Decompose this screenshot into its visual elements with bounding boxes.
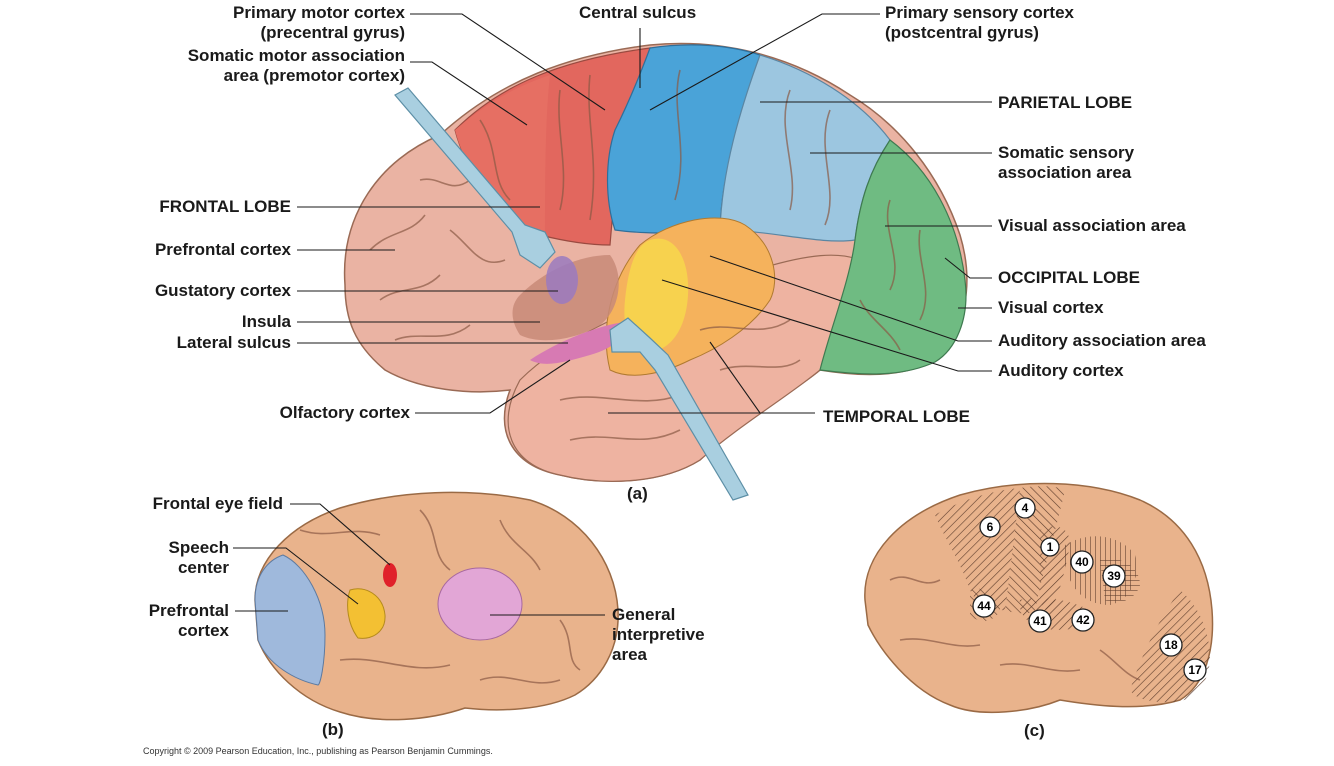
brodmann-marker: 39 xyxy=(1102,564,1126,588)
label-line: (precentral gyrus) xyxy=(260,23,405,42)
label-gustatory-cortex: Gustatory cortex xyxy=(154,281,291,300)
probe-upper xyxy=(394,87,556,269)
brodmann-marker: 1 xyxy=(1040,537,1060,557)
panel-a-brain xyxy=(343,42,968,501)
probe-lower xyxy=(609,317,749,501)
label-line: Somatic sensory xyxy=(998,143,1135,162)
label-visual-association-area: Visual association area xyxy=(998,216,1186,235)
label-olfactory-cortex: Olfactory cortex xyxy=(279,403,410,422)
label-temporal-lobe: TEMPORAL LOBE xyxy=(823,407,971,426)
label-primary-sensory-cortex: Primary sensory cortex (postcentral gyru… xyxy=(885,3,1074,43)
brodmann-marker: 42 xyxy=(1071,608,1095,632)
label-somatic-sensory-association: Somatic sensory association area xyxy=(998,143,1134,183)
label-line: interpretive xyxy=(612,625,705,644)
brodmann-marker: 6 xyxy=(979,516,1001,538)
label-lateral-sulcus: Lateral sulcus xyxy=(176,333,291,352)
label-line: cortex xyxy=(177,621,229,640)
label-somatic-motor-association: Somatic motor association area (premotor… xyxy=(188,46,405,86)
brodmann-number: 39 xyxy=(1107,569,1121,583)
brodmann-markers: 6 4 1 40 39 44 41 42 18 17 xyxy=(972,497,1207,682)
caption-a: (a) xyxy=(627,484,648,503)
brodmann-number: 40 xyxy=(1075,555,1089,569)
label-occipital-lobe: OCCIPITAL LOBE xyxy=(998,268,1140,287)
panel-c-area-4 xyxy=(1005,486,1065,614)
brodmann-number: 4 xyxy=(1022,501,1029,515)
panel-b-interpretive xyxy=(437,567,523,641)
panel-b-eye-field xyxy=(383,563,397,587)
panel-b-prefrontal xyxy=(254,554,326,686)
brodmann-marker: 41 xyxy=(1028,609,1052,633)
label-frontal-lobe: FRONTAL LOBE xyxy=(159,197,291,216)
label-general-interpretive-area: General interpretive area xyxy=(612,605,705,665)
brodmann-number: 6 xyxy=(987,520,994,534)
label-auditory-cortex: Auditory cortex xyxy=(998,361,1124,380)
premotor-region xyxy=(455,75,550,235)
panel-b-brain xyxy=(233,491,619,721)
copyright-notice: Copyright © 2009 Pearson Education, Inc.… xyxy=(143,746,493,756)
gustatory-region xyxy=(546,256,578,304)
brodmann-number: 42 xyxy=(1076,613,1090,627)
label-prefrontal-cortex-b: Prefrontal cortex xyxy=(149,601,229,641)
label-visual-cortex: Visual cortex xyxy=(998,298,1104,317)
label-line: association area xyxy=(998,163,1132,182)
label-line: Prefrontal xyxy=(148,601,229,620)
label-line: area (premotor cortex) xyxy=(223,66,405,85)
caption-c: (c) xyxy=(1024,721,1045,740)
olfactory-region xyxy=(530,322,626,364)
panel-b-cerebrum xyxy=(254,491,619,721)
brodmann-number: 41 xyxy=(1033,614,1047,628)
brodmann-marker: 4 xyxy=(1014,497,1036,519)
brodmann-marker: 40 xyxy=(1070,550,1094,574)
brodmann-marker: 18 xyxy=(1159,633,1183,657)
brodmann-number: 1 xyxy=(1047,540,1054,554)
panel-b-speech xyxy=(347,588,386,639)
label-line: area xyxy=(612,645,647,664)
label-parietal-lobe: PARIETAL LOBE xyxy=(998,93,1133,112)
label-primary-motor-cortex: Primary motor cortex (precentral gyrus) xyxy=(233,3,405,43)
label-frontal-eye-field: Frontal eye field xyxy=(152,494,283,513)
label-line: center xyxy=(177,558,229,577)
label-prefrontal-cortex: Prefrontal cortex xyxy=(154,240,291,259)
label-speech-center: Speech center xyxy=(169,538,229,578)
label-line: (postcentral gyrus) xyxy=(885,23,1039,42)
panel-c-area-6 xyxy=(935,488,1020,611)
label-central-sulcus: Central sulcus xyxy=(579,3,697,22)
caption-b: (b) xyxy=(322,720,344,739)
label-line: Somatic motor association xyxy=(187,46,405,65)
brodmann-number: 18 xyxy=(1164,638,1178,652)
label-insula: Insula xyxy=(241,312,291,331)
label-line: Primary sensory cortex xyxy=(885,3,1074,22)
panel-a-leader-lines xyxy=(297,13,992,414)
label-line: Speech xyxy=(168,538,229,557)
brodmann-number: 17 xyxy=(1188,663,1202,677)
brodmann-number: 44 xyxy=(977,599,991,613)
label-auditory-association-area: Auditory association area xyxy=(998,331,1206,350)
occipital-region xyxy=(819,139,967,375)
auditory-cortex-region xyxy=(624,238,689,352)
panel-c-brain xyxy=(864,482,1214,714)
brodmann-marker: 44 xyxy=(972,594,996,618)
label-line: General xyxy=(612,605,676,624)
brodmann-marker: 17 xyxy=(1183,658,1207,682)
label-line: Primary motor cortex xyxy=(233,3,405,22)
